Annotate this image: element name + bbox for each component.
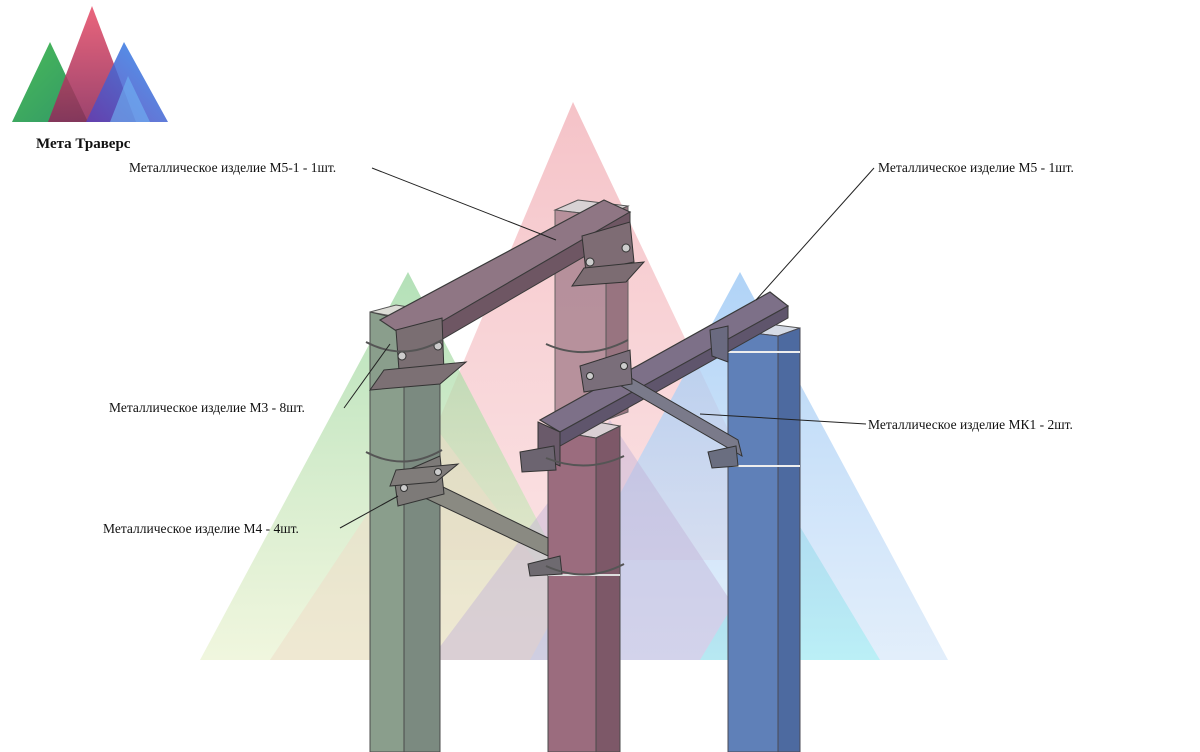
- post-right: [727, 321, 801, 752]
- leader-mk1: [699, 413, 867, 425]
- beam-m5: [519, 291, 790, 473]
- leader-m5-1: [371, 167, 557, 241]
- logo-light-triangle: [110, 76, 150, 122]
- callout-m5: Металлическое изделие М5 - 1шт.: [878, 160, 1074, 175]
- beam-m4: [389, 455, 563, 577]
- post-front-center: [546, 417, 622, 752]
- leader-m3: [343, 343, 391, 409]
- beam-mk1: [579, 349, 743, 469]
- leader-m5: [755, 167, 875, 301]
- leader-lines: [339, 167, 875, 529]
- clamps-m3: [365, 339, 629, 576]
- logo-triangles: [12, 6, 168, 122]
- callout-m4: Металлическое изделие М4 - 4шт.: [103, 521, 299, 536]
- callout-m5-1: Металлическое изделие М5-1 - 1шт.: [129, 160, 337, 175]
- brand-name: Мета Траверс: [36, 136, 131, 152]
- callout-mk1: Металлическое изделие МК1 - 2шт.: [868, 417, 1073, 432]
- callout-m3: Металлическое изделие М3 - 8шт.: [109, 400, 305, 415]
- leader-m4: [339, 495, 399, 529]
